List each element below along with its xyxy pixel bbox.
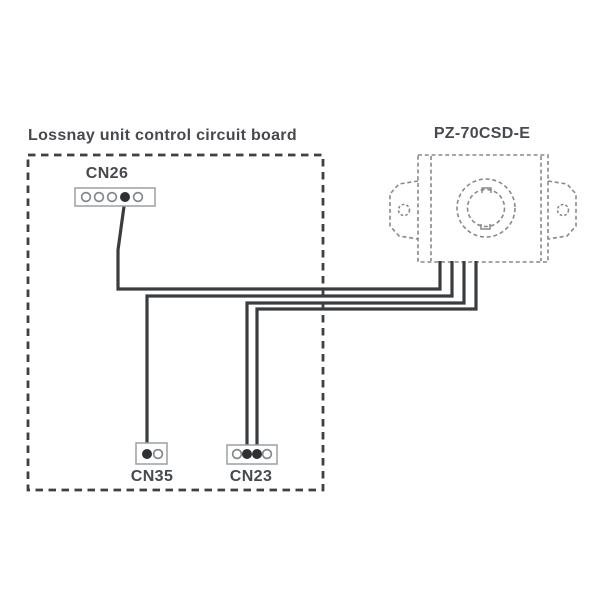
cn26-pin-connected [120,192,130,202]
connector-cn26 [74,187,156,207]
connector-label-cn23: CN23 [229,468,273,485]
cn23-pin-connected [252,449,262,459]
mounting-ear-right [547,180,577,240]
wire-pz-to-cn23-b [255,261,478,454]
cn26-pin-open [132,191,144,203]
mounting-ear-left [389,180,419,240]
cn26-pin-open [106,191,118,203]
device-pz70csde [389,154,577,263]
device-outer-plate [417,154,549,263]
connector-cn35 [135,442,168,465]
cn26-pin-open [80,191,92,203]
connector-label-cn26: CN26 [85,165,129,182]
wire-pz-to-cn23-a [245,261,466,454]
ear-hole-left-icon [397,203,411,217]
speaker-notch-top-icon [481,187,492,193]
cn23-pin-open [261,448,273,460]
wire-pz-to-cn26 [116,198,442,291]
cn35-pin-open [152,448,164,460]
cn26-pin-open [93,191,105,203]
speaker-outer-ring-icon [456,178,516,238]
wires [116,198,478,454]
circuit-board-outline [26,153,325,492]
connector-cn23 [226,444,278,465]
ear-hole-right-icon [556,203,570,217]
speaker-notch-bottom-icon [480,224,491,230]
wire-pz-to-cn35 [145,261,454,454]
cn35-pin-connected [142,449,152,459]
cn23-pin-connected [242,449,252,459]
board-title: Lossnay unit control circuit board [28,127,297,144]
speaker-inner-ring-icon [466,188,506,228]
connector-label-cn35: CN35 [130,468,174,485]
cn23-pin-open [231,448,243,460]
device-model-label: PZ-70CSD-E [433,125,531,142]
